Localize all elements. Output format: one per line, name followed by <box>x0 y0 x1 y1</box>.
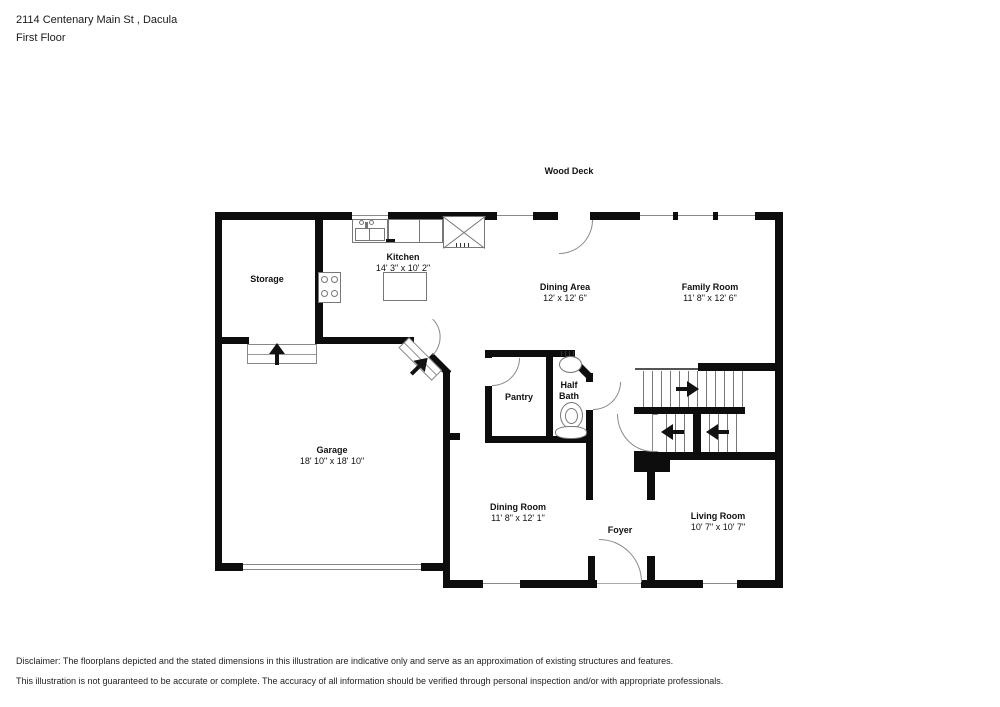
burner-icon <box>321 276 328 283</box>
wall-stub <box>450 433 460 440</box>
front-door-opening <box>597 580 641 588</box>
window <box>352 212 388 220</box>
wall-pantry-bath <box>546 350 553 443</box>
garage-door <box>243 564 421 570</box>
kitchen-island <box>383 272 427 301</box>
wall-stairs <box>670 452 775 460</box>
burner-icon <box>321 290 328 297</box>
stair-rail-line <box>635 368 698 370</box>
floor-title: First Floor <box>16 32 66 44</box>
wall-kitchen <box>315 337 414 344</box>
wall-dining-foyer <box>586 443 593 500</box>
door-sill <box>597 583 641 584</box>
room-label-foyer: Foyer <box>607 525 633 535</box>
wall-stairs <box>698 363 775 371</box>
room-label-dining-room: Dining Room 11' 8" x 12' 1" <box>490 502 546 523</box>
front-door-swing <box>599 539 642 582</box>
window <box>640 212 673 220</box>
faucet-icon <box>359 220 364 225</box>
wall-pantry <box>485 350 492 443</box>
door-swing <box>593 382 621 410</box>
bath-faucet-icon <box>561 351 577 356</box>
room-label-wood-deck: Wood Deck <box>544 166 594 176</box>
wall-foyer-living <box>647 556 655 582</box>
faucet-icon <box>365 222 368 228</box>
door-opening <box>558 212 590 220</box>
sink-divider <box>369 228 370 241</box>
counter-divider <box>419 219 420 243</box>
wall <box>421 563 450 571</box>
stair-up-arrow-icon <box>676 381 699 397</box>
disclaimer-line1: Disclaimer: The floorplans depicted and … <box>16 656 674 666</box>
stair-down-arrow-icon <box>706 424 729 440</box>
bath-sink-icon <box>559 356 582 373</box>
burner-icon <box>331 276 338 283</box>
crossed-box-ticks <box>456 243 470 247</box>
counter-mark <box>386 239 395 242</box>
wall-pantry <box>485 436 593 443</box>
room-label-storage: Storage <box>250 274 284 284</box>
door-opening <box>485 358 492 386</box>
wall-storage <box>215 337 249 344</box>
door-swing <box>559 220 593 254</box>
window <box>483 580 520 588</box>
wall <box>215 212 222 571</box>
toilet-bowl-icon <box>565 408 578 424</box>
address-title: 2114 Centenary Main St , Dacula <box>16 14 178 26</box>
wall <box>775 212 783 588</box>
door-opening <box>586 382 593 410</box>
stair-down-arrow-icon <box>661 424 684 440</box>
disclaimer-line2: This illustration is not guaranteed to b… <box>16 676 724 686</box>
wall-pantry <box>485 350 575 357</box>
room-label-family-room: Family Room 11' 8" x 12' 6" <box>681 282 739 303</box>
wall-stairs <box>693 407 701 455</box>
room-label-garage: Garage 18' 10" x 18' 10" <box>299 445 365 466</box>
faucet-icon <box>369 220 374 225</box>
room-label-kitchen: Kitchen 14' 3" x 10' 2" <box>375 252 431 273</box>
wall-foyer-living <box>647 470 655 500</box>
window <box>718 212 755 220</box>
wall-stairs <box>634 407 745 414</box>
wall-garage <box>443 371 450 583</box>
burner-icon <box>331 290 338 297</box>
toilet-base-icon <box>555 426 587 439</box>
door-swing <box>617 414 653 452</box>
wall <box>215 563 243 571</box>
window <box>703 580 737 588</box>
steps-up-arrow-icon <box>269 343 285 365</box>
wall-dining-foyer <box>588 556 595 582</box>
wall-stair-base <box>634 451 670 472</box>
window <box>678 212 713 220</box>
kitchen-counter <box>388 219 443 243</box>
room-label-half-bath: Half Bath <box>559 380 579 401</box>
kitchen-sink-icon <box>355 228 385 241</box>
room-label-dining-area: Dining Area 12' x 12' 6" <box>539 282 591 303</box>
window <box>497 212 533 220</box>
room-label-pantry: Pantry <box>504 392 534 402</box>
room-label-living-room: Living Room 10' 7" x 10' 7" <box>690 511 746 532</box>
door-swing <box>492 358 520 386</box>
